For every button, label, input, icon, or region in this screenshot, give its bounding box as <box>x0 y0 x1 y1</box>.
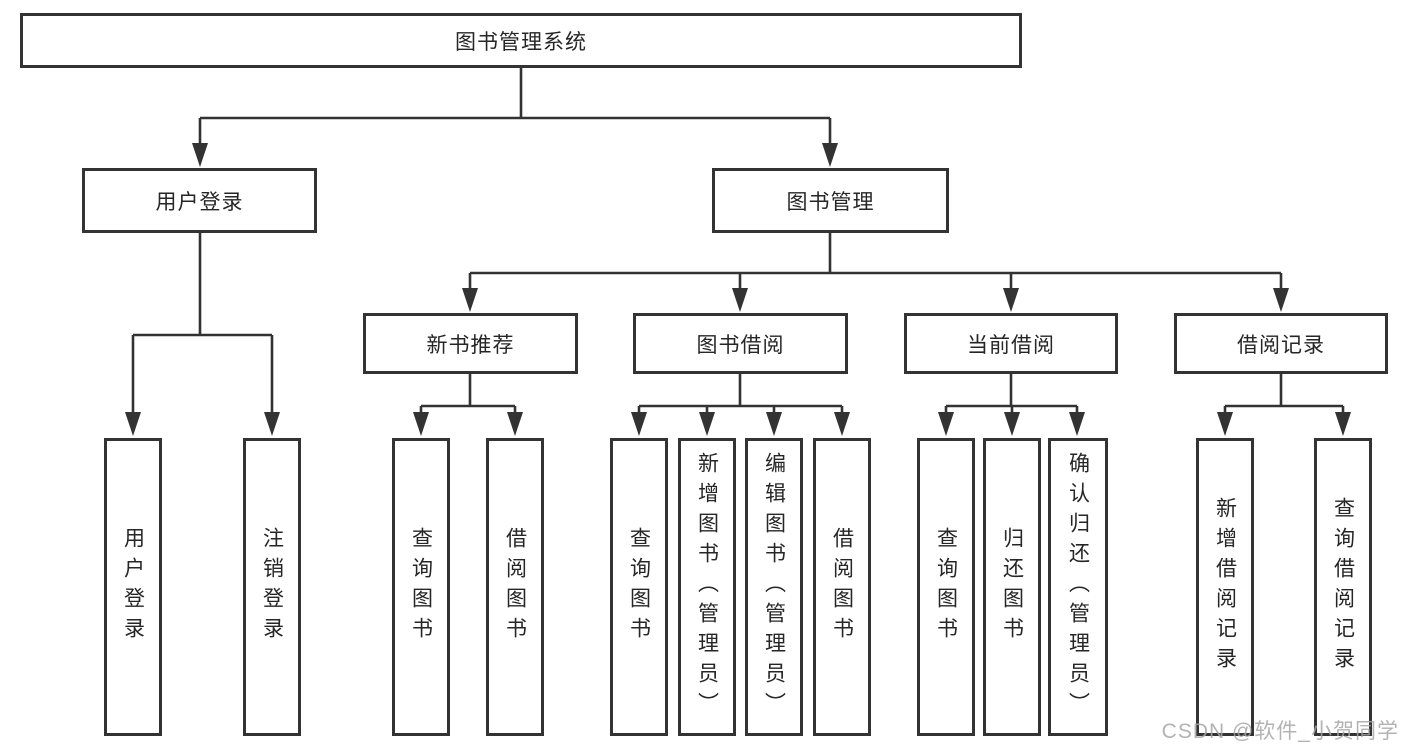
node-book-borrow-label: 图书借阅 <box>696 333 785 357</box>
leaf-user-login: 用户登录 <box>104 438 162 736</box>
leaf-user-login-label: 用户登录 <box>121 527 145 647</box>
leaf-br-query-record: 查询借阅记录 <box>1314 438 1372 736</box>
leaf-bb-query-book-label: 查询图书 <box>627 527 651 647</box>
leaf-cb-query-book: 查询图书 <box>917 438 975 736</box>
leaf-bb-query-book: 查询图书 <box>610 438 668 736</box>
leaf-cb-query-book-label: 查询图书 <box>934 527 958 647</box>
node-root-system: 图书管理系统 <box>20 13 1022 68</box>
leaf-bb-borrow-book: 借阅图书 <box>813 438 871 736</box>
leaf-bb-add-book-admin-label: 新增图书（管理员） <box>695 452 719 722</box>
node-book-management: 图书管理 <box>712 168 949 233</box>
node-root-label: 图书管理系统 <box>455 30 587 54</box>
node-current-borrow-label: 当前借阅 <box>967 333 1055 357</box>
leaf-br-query-record-label: 查询借阅记录 <box>1331 497 1355 677</box>
leaf-logout-label: 注销登录 <box>260 527 284 647</box>
leaf-cb-confirm-return-admin-label: 确认归还（管理员） <box>1066 452 1090 722</box>
node-book-management-label: 图书管理 <box>786 190 875 214</box>
node-new-book-recommend-label: 新书推荐 <box>426 333 515 357</box>
csdn-watermark: CSDN @软件_小贺同学 <box>1161 720 1399 743</box>
leaf-nbr-borrow-book-label: 借阅图书 <box>503 527 527 647</box>
leaf-br-add-record: 新增借阅记录 <box>1196 438 1254 736</box>
leaf-bb-edit-book-admin: 编辑图书（管理员） <box>745 438 803 736</box>
node-user-login: 用户登录 <box>82 168 317 233</box>
leaf-br-add-record-label: 新增借阅记录 <box>1213 497 1237 677</box>
leaf-bb-edit-book-admin-label: 编辑图书（管理员） <box>762 452 786 722</box>
leaf-bb-add-book-admin: 新增图书（管理员） <box>678 438 736 736</box>
node-new-book-recommend: 新书推荐 <box>363 313 578 374</box>
leaf-nbr-query-book: 查询图书 <box>392 438 450 736</box>
node-borrow-record-label: 借阅记录 <box>1237 333 1325 357</box>
leaf-nbr-borrow-book: 借阅图书 <box>486 438 544 736</box>
leaf-cb-confirm-return-admin: 确认归还（管理员） <box>1048 438 1108 736</box>
node-user-login-label: 用户登录 <box>155 190 244 214</box>
leaf-bb-borrow-book-label: 借阅图书 <box>830 527 854 647</box>
leaf-logout: 注销登录 <box>243 438 301 736</box>
node-borrow-record: 借阅记录 <box>1174 313 1388 374</box>
leaf-cb-return-book: 归还图书 <box>983 438 1041 736</box>
leaf-cb-return-book-label: 归还图书 <box>1000 527 1024 647</box>
node-book-borrow: 图书借阅 <box>633 313 848 374</box>
leaf-nbr-query-book-label: 查询图书 <box>409 527 433 647</box>
node-current-borrow: 当前借阅 <box>904 313 1118 374</box>
